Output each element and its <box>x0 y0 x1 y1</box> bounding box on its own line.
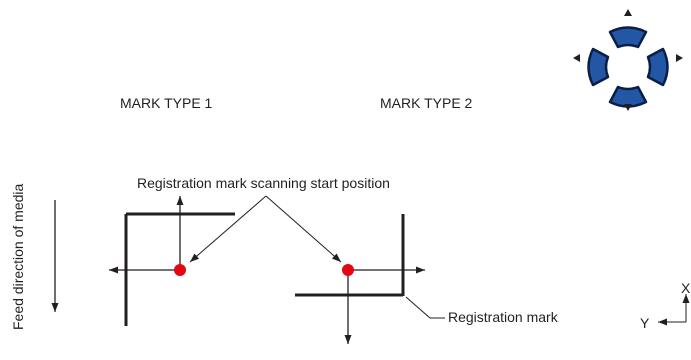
mark-type-2-label: MARK TYPE 2 <box>380 95 473 111</box>
mark-type-1-shape <box>109 196 235 326</box>
axis-y-label: Y <box>640 315 650 331</box>
scan-start-point-type-1 <box>174 264 186 276</box>
scan-start-callout-lines <box>189 195 342 263</box>
scan-start-label: Registration mark scanning start positio… <box>137 175 390 191</box>
scan-start-point-type-2 <box>342 264 354 276</box>
directional-pad-icon <box>573 9 683 111</box>
mark-type-1-label: MARK TYPE 1 <box>120 95 213 111</box>
mark-type-2-shape <box>295 214 425 344</box>
registration-mark-label: Registration mark <box>448 309 558 325</box>
axis-x-label: X <box>681 280 691 296</box>
registration-mark-leader <box>405 296 445 319</box>
feed-direction-label: Feed direction of media <box>10 183 26 330</box>
xy-axes-indicator <box>658 294 690 326</box>
